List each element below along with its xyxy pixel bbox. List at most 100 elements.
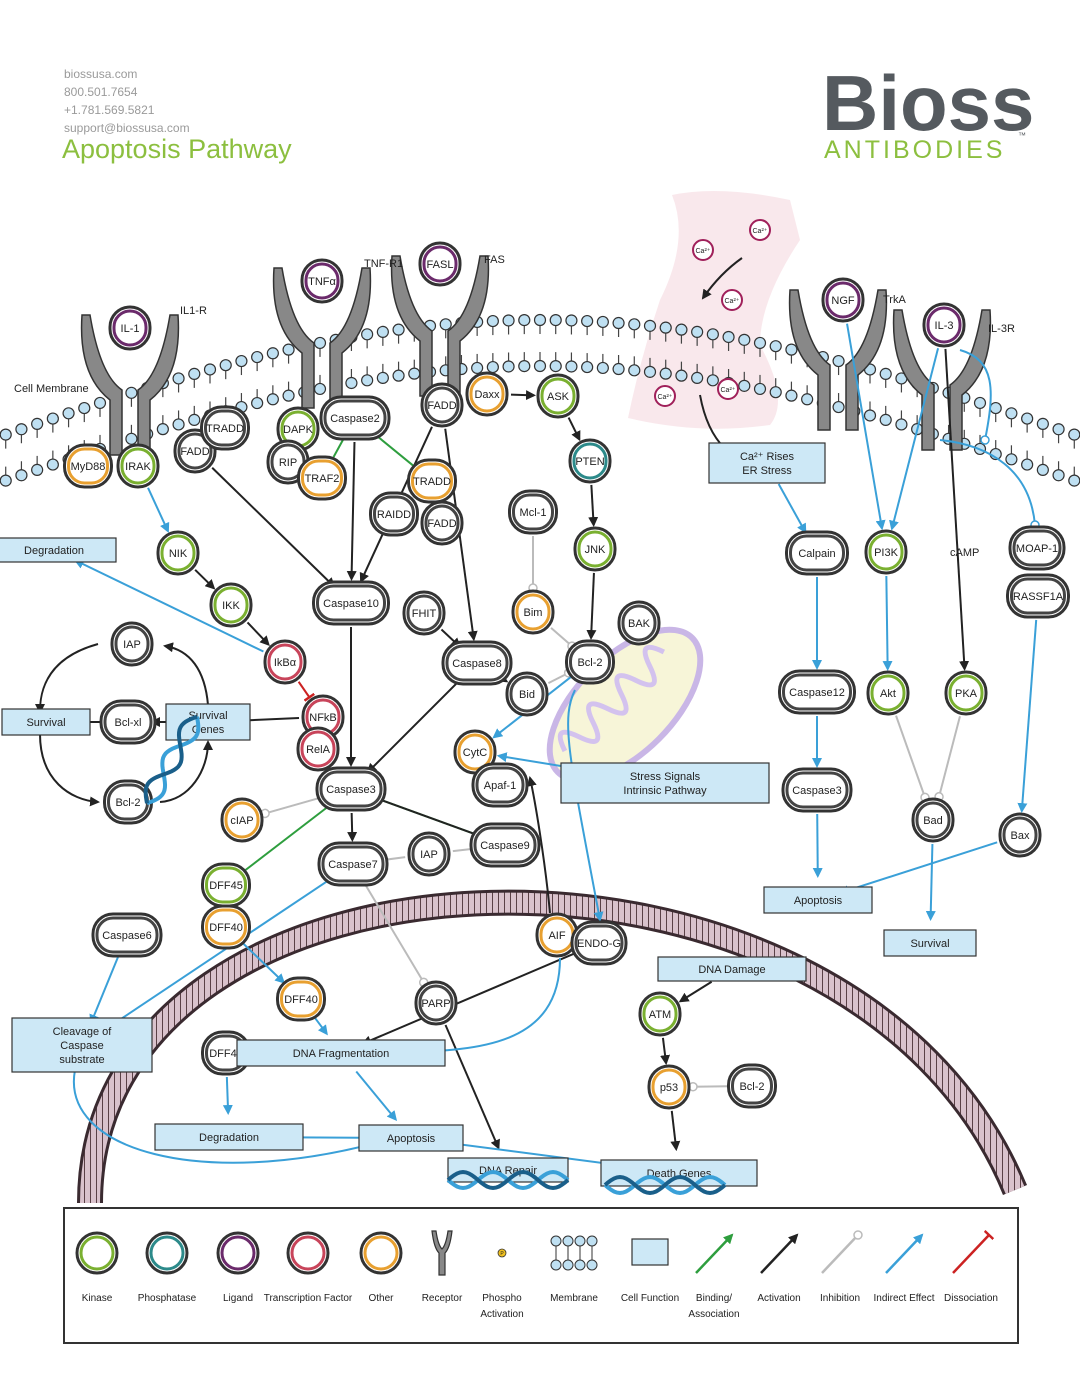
membrane-lipid: [533, 359, 547, 373]
edge-iap-survival: [35, 643, 99, 714]
membrane-lipid: [706, 328, 719, 341]
edge-il3r-moap: [939, 439, 1040, 530]
edge-caspase9-caspase3a: [371, 795, 483, 838]
membrane-lipid: [188, 367, 201, 380]
node-iap2: IAP: [407, 831, 451, 877]
node-caspase6: Caspase6: [91, 912, 163, 958]
membrane-lipid: [392, 369, 405, 382]
node-dff40a: DFF40: [201, 904, 251, 950]
membrane-lipid: [801, 393, 814, 406]
edge-fadd1-caspase10: [211, 467, 336, 588]
edge-dff40b-dna_fragmentation: [314, 1017, 328, 1036]
edge-akt-bad: [895, 715, 930, 803]
node-label-rela: RelA: [306, 744, 331, 756]
camp-label: cAMP: [950, 547, 979, 559]
edge-p53-death_genes: [670, 1110, 681, 1152]
node-label-atm: ATM: [649, 1009, 671, 1021]
node-parp: PARP: [414, 980, 458, 1026]
membrane-lipid: [125, 432, 138, 445]
legend-item-receptor: Receptor: [422, 1230, 463, 1304]
membrane-lipid: [973, 396, 987, 410]
membrane-lipid: [879, 367, 892, 380]
node-label-tradd2: TRADD: [413, 476, 451, 488]
edge-caspase6-cleavage: [89, 956, 119, 1025]
box-text-survival-left-0: Survival: [26, 717, 65, 729]
legend-label-kinase-0: Kinase: [82, 1293, 113, 1304]
edge-parp-dna_repair: [444, 1024, 500, 1150]
membrane-lipid: [361, 374, 374, 387]
node-dff45a: DFF45: [201, 862, 251, 908]
node-caspase9: Caspase9: [469, 822, 541, 868]
edge-caspase7-parp: [364, 884, 429, 988]
box-apoptosis-bottom: Apoptosis: [358, 1124, 464, 1152]
node-label-rip: RIP: [279, 457, 297, 469]
receptors: [80, 255, 992, 456]
membrane-lipid: [722, 330, 735, 344]
node-label-caspase3b: Caspase3: [792, 785, 842, 797]
dna-helix-repair: [446, 1169, 570, 1191]
membrane-lipid: [581, 360, 594, 374]
node-label-bim: Bim: [524, 607, 543, 619]
edge-pi3k-akt: [882, 575, 893, 672]
node-label-bid: Bid: [519, 689, 535, 701]
node-label-fadd3: FADD: [427, 400, 456, 412]
node-label-tnfa: TNFα: [308, 276, 336, 288]
legend-item-activation: Activation: [757, 1233, 801, 1304]
membrane-lipid: [691, 325, 704, 338]
edge-pka-bad: [934, 715, 961, 802]
membrane-lipid: [46, 458, 59, 471]
node-ngf: NGF: [821, 277, 865, 323]
membrane-lipid: [643, 365, 657, 378]
membrane-lipid: [832, 400, 845, 414]
calcium-ion-1: Ca²⁺: [749, 219, 771, 241]
box-degradation-top: Degradation: [0, 537, 117, 563]
box-survival-left: Survival: [1, 708, 91, 736]
edge-caspase8-caspase3a: [366, 679, 461, 774]
node-label-ask: ASK: [547, 391, 570, 403]
node-caspase12: Caspase12: [778, 669, 856, 715]
membrane-lipid: [628, 364, 641, 377]
logo-word: Bioss: [822, 59, 1032, 147]
membrane-lipid: [1036, 417, 1049, 430]
membrane-lipid: [266, 393, 279, 406]
membrane-lipid: [203, 363, 217, 376]
membrane-lipid: [1021, 412, 1034, 425]
legend-item-cell-function: Cell Function: [621, 1238, 679, 1304]
node-iap1: IAP: [110, 621, 154, 667]
node-label-traf2: TRAF2: [305, 473, 340, 485]
node-apaf1: Apaf-1: [471, 762, 529, 808]
node-bim: Bim: [511, 589, 555, 635]
node-bclxl: Bcl-xl: [99, 699, 157, 745]
node-label-bcl2c: Bcl-2: [739, 1081, 764, 1093]
membrane-lipid: [549, 314, 562, 327]
node-daxx: Daxx: [465, 371, 509, 417]
edge-il3-pka: [944, 348, 970, 672]
membrane-lipid: [62, 407, 75, 420]
edge-traf2-caspase2: [332, 438, 345, 458]
membrane-lipid: [565, 360, 578, 373]
node-label-raidd: RAIDD: [377, 509, 411, 521]
edge-caspase2-caspase10: [346, 441, 357, 582]
membrane-lipid: [251, 396, 264, 410]
node-rassf1a: RASSF1A: [1006, 573, 1070, 619]
box-dna-fragmentation: DNA Fragmentation: [236, 1039, 446, 1067]
node-moap1: MOAP-1: [1008, 525, 1066, 571]
membrane-lipid: [78, 401, 91, 415]
membrane-lipid: [832, 354, 845, 368]
node-fadd3: FADD: [420, 382, 464, 428]
membrane-lipid: [675, 323, 688, 336]
membrane-lipid: [643, 319, 657, 332]
node-label-dapk: DAPK: [283, 424, 314, 436]
box-text-cleavage-2: substrate: [59, 1054, 104, 1066]
calcium-ion-2: Ca²⁺: [721, 289, 743, 311]
node-label-bax: Bax: [1011, 830, 1030, 842]
membrane-lipid: [361, 328, 374, 341]
edge-caspase3b-apoptosis_right: [812, 813, 823, 879]
membrane-lipid: [486, 314, 499, 328]
membrane-lipid: [895, 418, 908, 431]
membrane-lipid: [486, 360, 499, 374]
membrane-lipid: [533, 313, 547, 327]
edge-ca_rises-calpain: [777, 483, 807, 534]
calcium-ions: Ca²⁺Ca²⁺Ca²⁺Ca²⁺Ca²⁺: [654, 219, 771, 407]
